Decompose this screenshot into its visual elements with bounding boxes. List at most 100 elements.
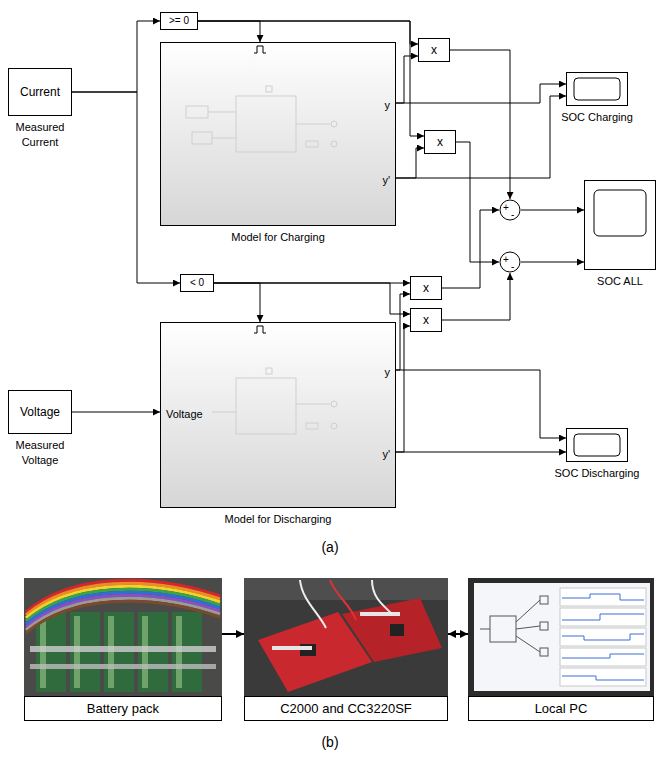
screen-plot bbox=[560, 648, 646, 666]
signal-wire bbox=[396, 148, 424, 178]
block-outline bbox=[584, 180, 656, 270]
icon-outport bbox=[331, 423, 337, 429]
block-caption-slot: SOC Charging bbox=[561, 109, 633, 124]
caption-box: Battery pack bbox=[24, 696, 222, 721]
block-caption-slot: Measured Current bbox=[3, 119, 77, 149]
jumper-wire bbox=[300, 580, 326, 628]
icon-outport bbox=[331, 141, 337, 147]
subsystem-icon bbox=[212, 368, 337, 434]
scope-block: SOC ALL bbox=[584, 180, 656, 270]
sign-slot: + bbox=[503, 253, 509, 265]
sum-outline bbox=[499, 251, 521, 273]
block-text: x bbox=[423, 282, 429, 294]
block-outline bbox=[566, 72, 628, 106]
jumper-wire bbox=[330, 580, 356, 620]
pc-photo bbox=[468, 578, 654, 696]
signal-wire bbox=[396, 294, 410, 370]
signal-wire bbox=[396, 370, 566, 438]
block-outline: Voltageyy' bbox=[160, 322, 396, 508]
icon-wire bbox=[212, 138, 236, 139]
enable-port-symbol bbox=[254, 326, 266, 333]
caption-text: Local PC bbox=[535, 701, 588, 716]
scope-screen bbox=[574, 434, 620, 456]
signal-wire bbox=[198, 21, 260, 42]
plot-line bbox=[562, 634, 644, 640]
panel-label: (b) bbox=[321, 734, 338, 750]
plot-line bbox=[562, 654, 644, 658]
sign-slot: + bbox=[503, 201, 509, 213]
signal-wire bbox=[396, 96, 566, 178]
screen-plot bbox=[560, 628, 646, 646]
signal-wire bbox=[450, 50, 510, 199]
sum-block: +- bbox=[499, 251, 521, 273]
icon-wire bbox=[296, 404, 330, 405]
scope-screen bbox=[594, 190, 646, 236]
signal-wire bbox=[521, 210, 584, 211]
port-label: y' bbox=[382, 448, 390, 460]
block-caption-slot: Model for Charging bbox=[231, 229, 325, 244]
jumper-wire bbox=[372, 580, 392, 614]
chip bbox=[390, 624, 404, 636]
signal-wire bbox=[72, 412, 160, 413]
icon-outport bbox=[331, 121, 337, 127]
port-label: Current bbox=[20, 85, 60, 99]
photo-ground bbox=[244, 578, 448, 696]
signal-wire bbox=[396, 84, 566, 103]
sum-circle bbox=[500, 252, 520, 272]
block-text: x bbox=[431, 44, 437, 56]
block-outline: Current bbox=[8, 68, 72, 116]
icon-port bbox=[306, 141, 318, 147]
signal-wire bbox=[214, 283, 260, 322]
signal-wire bbox=[198, 21, 418, 44]
block-caption: SOC ALL bbox=[597, 275, 643, 287]
block-caption-slot: SOC ALL bbox=[597, 273, 643, 288]
product-block: x bbox=[418, 38, 450, 62]
port-label: y bbox=[385, 366, 391, 378]
signal-wire bbox=[456, 142, 499, 262]
screen-block bbox=[540, 622, 548, 630]
block-caption: SOC Charging bbox=[561, 111, 633, 123]
sum-block: +- bbox=[499, 199, 521, 221]
subsystem-shade bbox=[160, 42, 396, 226]
icon-outport bbox=[331, 401, 337, 407]
block-caption: Measured Current bbox=[16, 121, 65, 148]
screen-plot bbox=[560, 668, 646, 686]
signal-wire bbox=[448, 633, 468, 635]
product-block: x bbox=[424, 130, 456, 154]
block-caption: Measured Voltage bbox=[16, 439, 65, 466]
caption-box: C2000 and CC3220SF bbox=[244, 696, 448, 721]
compare-block: < 0 bbox=[180, 274, 214, 292]
port-label: y' bbox=[382, 174, 390, 186]
port-label: Voltage bbox=[20, 405, 60, 419]
signal-wire bbox=[222, 633, 244, 635]
subsystem-block: Voltageyy'Model for Discharging bbox=[160, 322, 396, 508]
pin-header bbox=[272, 646, 312, 650]
block-caption: Model for Discharging bbox=[225, 513, 332, 525]
signal-wire bbox=[72, 92, 180, 283]
port-slot: y bbox=[385, 364, 391, 379]
sign-slot: - bbox=[511, 260, 514, 272]
photo-panel: C2000 and CC3220SF bbox=[244, 578, 448, 721]
sum-outline bbox=[499, 199, 521, 221]
signal-wire bbox=[521, 262, 584, 263]
plot-line bbox=[562, 614, 644, 620]
block-outline: Voltage bbox=[8, 390, 72, 434]
sign-slot: - bbox=[511, 208, 514, 220]
signal-wire bbox=[396, 452, 566, 453]
signal-wire bbox=[396, 56, 418, 103]
block-text: < 0 bbox=[190, 278, 204, 288]
block-caption-slot: SOC Discharging bbox=[555, 465, 640, 480]
pin-header bbox=[360, 612, 400, 616]
signal-wire bbox=[442, 273, 510, 320]
subsystem-block: yy'Model for Charging bbox=[160, 42, 396, 226]
subsystem-icon bbox=[186, 86, 337, 152]
enable-port-symbol bbox=[254, 46, 266, 53]
ribbon-cable bbox=[26, 580, 220, 633]
signal-wire bbox=[198, 21, 424, 136]
signal-wire bbox=[72, 21, 160, 92]
icon-wire bbox=[212, 412, 236, 413]
block-caption-slot: Model for Discharging bbox=[225, 511, 332, 526]
